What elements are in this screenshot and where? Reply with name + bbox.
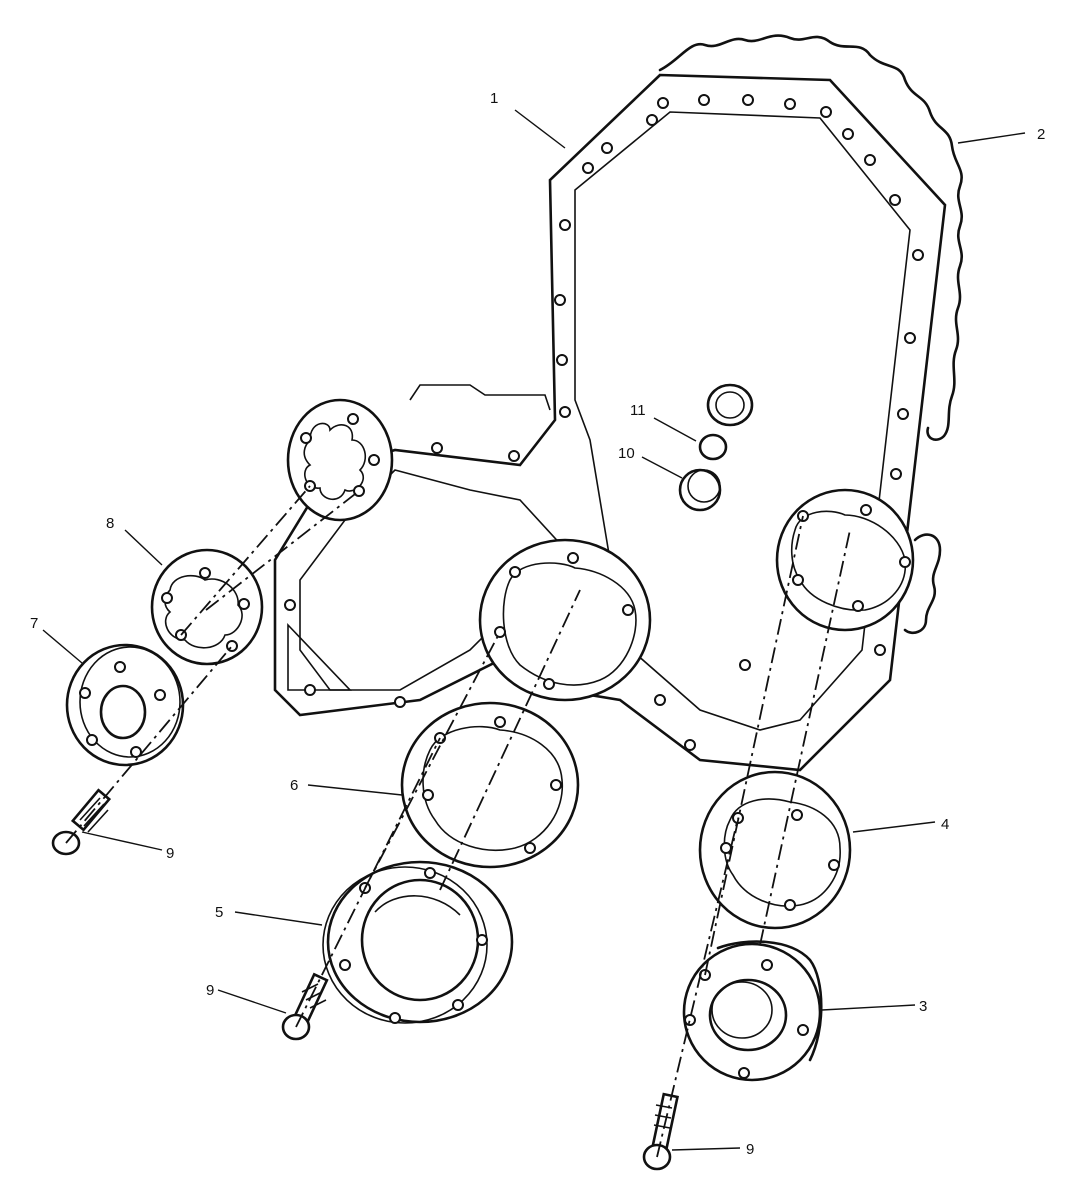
callout-leaders	[42, 109, 1026, 1151]
part-11-seal	[698, 383, 754, 461]
assembly-centerlines	[65, 485, 851, 1158]
callout-10: 10	[618, 445, 635, 462]
part-1-triangle-cutout	[287, 623, 352, 691]
part-2-gasket-lower	[903, 533, 942, 634]
part-1-bolt-holes	[284, 94, 924, 751]
part-10-plug	[678, 468, 722, 512]
callout-2: 2	[1037, 126, 1045, 143]
callout-3: 3	[919, 998, 927, 1015]
callout-9-bottom: 9	[746, 1141, 754, 1158]
cover-flange-right	[775, 488, 915, 632]
part-4-right-gasket	[698, 770, 852, 930]
callout-9-left: 9	[166, 845, 174, 862]
cover-flange-center	[478, 538, 652, 702]
callout-4: 4	[941, 816, 949, 833]
part-1-notch-top	[409, 384, 551, 411]
part-1-front-cover	[273, 73, 947, 772]
callout-7: 7	[30, 615, 38, 632]
part-3-right-hub	[682, 940, 823, 1082]
callout-11: 11	[630, 402, 646, 419]
callout-6: 6	[290, 777, 298, 794]
callout-1: 1	[490, 90, 498, 107]
part-8-small-gasket	[150, 548, 264, 666]
part-9-bolt-left	[51, 788, 112, 856]
part-5-large-hub	[322, 860, 514, 1024]
part-9-bolt-bottom	[642, 1092, 680, 1171]
callout-9-middle: 9	[206, 982, 214, 999]
cover-flange-upper-left	[286, 398, 394, 522]
part-6-large-gasket	[400, 701, 580, 869]
callout-5: 5	[215, 904, 223, 921]
callout-8: 8	[106, 515, 114, 532]
part-7-small-hub	[65, 643, 185, 767]
part-9-bolt-middle	[281, 972, 329, 1041]
part-2-gasket	[658, 34, 963, 441]
